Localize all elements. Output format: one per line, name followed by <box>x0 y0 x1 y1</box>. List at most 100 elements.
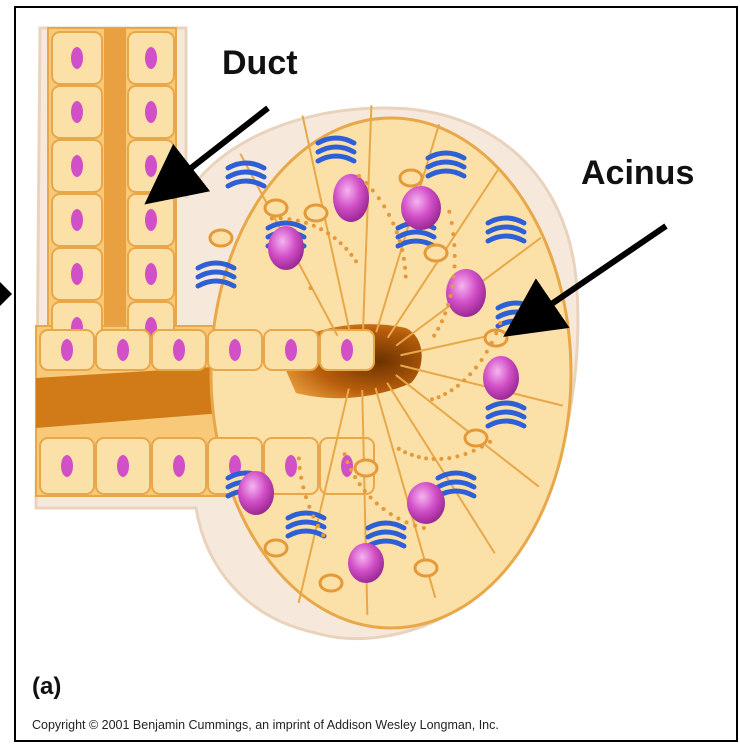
mitochondrion <box>265 540 287 556</box>
mitochondrion <box>355 460 377 476</box>
secretory-granule <box>358 482 362 486</box>
secretory-granule <box>371 189 375 193</box>
secretory-granule <box>297 457 301 461</box>
duct-nucleus <box>71 209 83 231</box>
duct-nucleus <box>71 263 83 285</box>
secretory-granule <box>397 447 401 451</box>
secretory-granule <box>450 388 454 392</box>
secretory-granule <box>309 286 313 290</box>
secretory-granule <box>363 489 367 493</box>
acinar-nucleus <box>268 226 304 270</box>
secretory-granule <box>312 224 316 228</box>
secretory-granule <box>447 210 451 214</box>
copyright-text: Copyright © 2001 Benjamin Cummings, an i… <box>32 718 499 732</box>
secretory-granule <box>353 475 357 479</box>
secretory-granule <box>382 507 386 511</box>
secretory-granule <box>349 253 353 257</box>
secretory-granule <box>455 454 459 458</box>
duct-nucleus <box>173 455 185 477</box>
duct-nucleus <box>341 455 353 477</box>
secretory-granule <box>440 319 444 323</box>
secretory-granule <box>452 275 456 279</box>
secretory-granule <box>354 259 358 263</box>
secretory-granule <box>494 331 498 335</box>
secretory-granule <box>343 452 347 456</box>
secretory-granule <box>485 350 489 354</box>
duct-nucleus <box>145 101 157 123</box>
mitochondrion <box>265 200 287 216</box>
secretory-granule <box>450 284 454 288</box>
secretory-granule <box>422 526 426 530</box>
duct-nucleus <box>229 339 241 361</box>
secretory-granule <box>349 468 353 472</box>
secretory-granule <box>432 457 436 461</box>
secretory-granule <box>333 236 337 240</box>
secretory-granule <box>443 392 447 396</box>
secretory-granule <box>382 204 386 208</box>
duct-nucleus <box>145 47 157 69</box>
secretory-granule <box>357 174 361 178</box>
secretory-granule <box>346 460 350 464</box>
acinar-nucleus <box>348 543 384 583</box>
secretory-granule <box>480 358 484 362</box>
secretory-granule <box>417 455 421 459</box>
duct-nucleus <box>117 455 129 477</box>
acinus-label: Acinus <box>581 154 694 193</box>
secretory-granule <box>307 505 311 509</box>
secretory-granule <box>400 248 404 252</box>
secretory-granule <box>270 217 274 221</box>
secretory-granule <box>462 378 466 382</box>
figure-frame: Duct Acinus (a) Copyright © 2001 Benjami… <box>14 6 738 742</box>
secretory-granule <box>490 341 494 345</box>
duct-nucleus <box>61 455 73 477</box>
duct-nucleus <box>341 339 353 361</box>
duct-nucleus <box>173 339 185 361</box>
secretory-granule <box>326 231 330 235</box>
secretory-granule <box>279 216 283 220</box>
secretory-granule <box>449 294 453 298</box>
secretory-granule <box>377 196 381 200</box>
secretory-granule <box>405 520 409 524</box>
secretory-granule <box>472 449 476 453</box>
mitochondrion <box>425 245 447 261</box>
secretory-granule <box>339 241 343 245</box>
secretory-granule <box>468 372 472 376</box>
secretory-granule <box>437 395 441 399</box>
secretory-granule <box>404 275 408 279</box>
secretory-granule <box>311 515 315 519</box>
secretory-granule <box>296 219 300 223</box>
duct-nucleus <box>71 47 83 69</box>
secretory-granule <box>430 397 434 401</box>
acinar-nucleus <box>401 186 441 230</box>
secretory-granule <box>301 485 305 489</box>
secretory-granule <box>451 232 455 236</box>
secretory-granule <box>403 266 407 270</box>
duct-nucleus <box>117 339 129 361</box>
mitochondrion <box>320 575 342 591</box>
secretory-granule <box>439 457 443 461</box>
secretory-granule <box>480 445 484 449</box>
secretory-granule <box>344 247 348 251</box>
secretory-granule <box>321 533 325 537</box>
secretory-granule <box>402 257 406 261</box>
duct-nucleus <box>71 101 83 123</box>
acinar-nucleus <box>333 174 369 222</box>
secretory-granule <box>375 502 379 506</box>
secretory-granule <box>398 239 402 243</box>
secretory-granule <box>391 222 395 226</box>
secretory-granule <box>319 227 323 231</box>
secretory-granule <box>464 452 468 456</box>
secretory-granule <box>447 456 451 460</box>
secretory-granule <box>453 264 457 268</box>
panel-label: (a) <box>32 673 61 701</box>
duct-nucleus <box>71 155 83 177</box>
secretory-granule <box>304 221 308 225</box>
secretory-granule <box>304 495 308 499</box>
secretory-granule <box>498 321 502 325</box>
mitochondrion <box>465 430 487 446</box>
secretory-granule <box>389 512 393 516</box>
secretory-granule <box>488 440 492 444</box>
gland-illustration <box>16 8 738 742</box>
secretory-granule <box>410 453 414 457</box>
secretory-granule <box>395 230 399 234</box>
